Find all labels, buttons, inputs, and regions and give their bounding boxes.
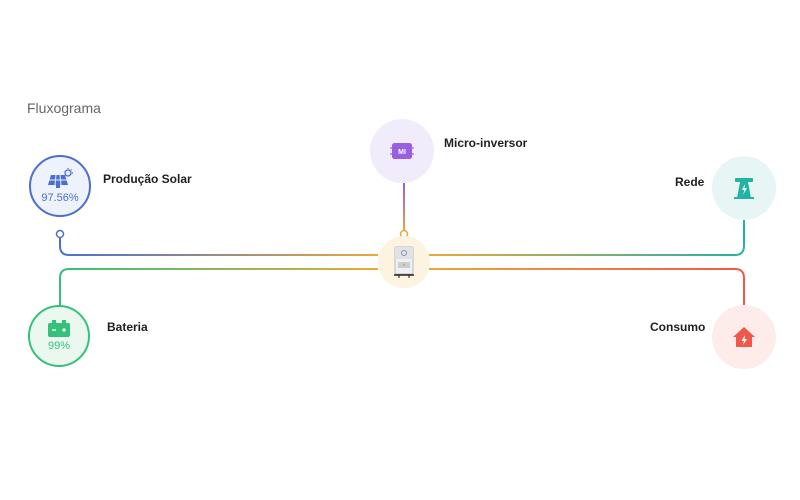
house-bolt-icon — [733, 327, 755, 347]
solar-flow-line — [59, 234, 378, 256]
battery-icon — [48, 319, 70, 337]
micro-inverter-icon: MI — [390, 143, 414, 159]
micro-inverter-node[interactable]: MI — [370, 119, 434, 183]
consumption-flow-line — [428, 268, 745, 305]
grid-label: Rede — [675, 175, 705, 189]
battery-label: Bateria — [107, 320, 148, 334]
solar-percent: 97.56% — [41, 191, 79, 204]
page-title: Fluxograma — [27, 100, 101, 116]
micro-inverter-badge: MI — [398, 149, 406, 156]
grid-flow-line — [428, 219, 745, 256]
micro-inverter-label: Micro-inversor — [444, 136, 528, 150]
consumption-node[interactable] — [712, 305, 776, 369]
inverter-node[interactable] — [378, 236, 430, 288]
solar-flow-dot — [55, 229, 65, 239]
solar-panel-icon — [48, 167, 73, 188]
solar-production-node[interactable]: 97.56% — [29, 155, 91, 217]
inverter-icon — [394, 246, 414, 278]
grid-node[interactable] — [712, 156, 776, 220]
power-tower-icon — [734, 178, 754, 199]
battery-node[interactable]: 99% — [28, 305, 90, 367]
solar-production-label: Produção Solar — [103, 172, 192, 186]
battery-percent: 99% — [47, 339, 71, 352]
consumption-label: Consumo — [650, 320, 706, 334]
battery-flow-line — [59, 268, 378, 305]
